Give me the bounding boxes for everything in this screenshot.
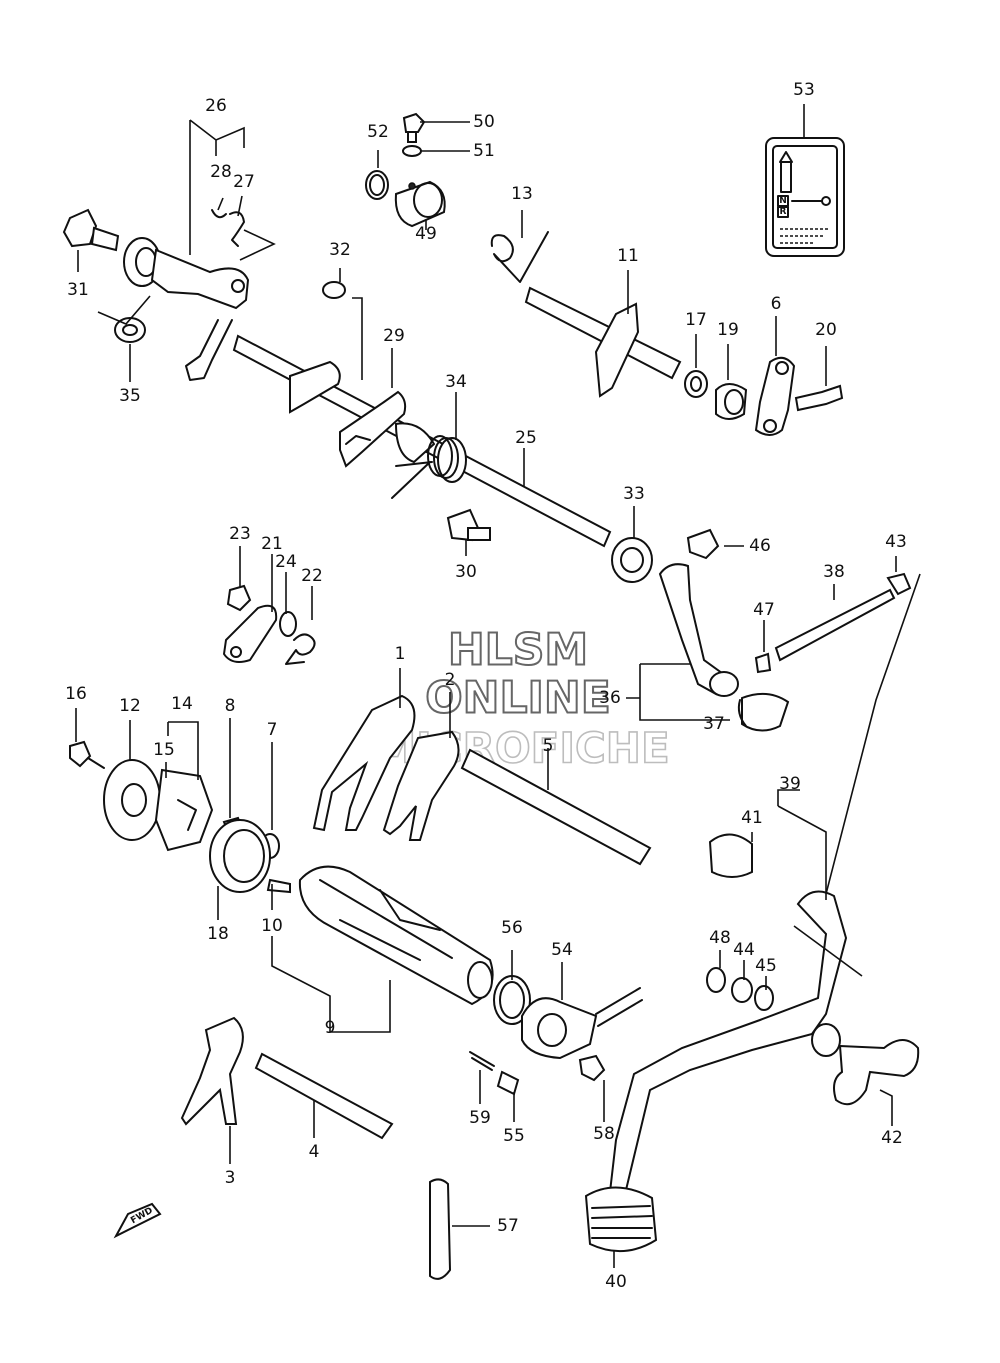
callout-23: 23	[229, 524, 251, 544]
callout-47: 47	[753, 600, 775, 620]
part-callouts: 1 2 3 4 5 6 7 8 9 10 11 12 13 14 15 16 1…	[65, 80, 907, 1292]
callout-8: 8	[225, 696, 236, 716]
fwd-arrow: FWD	[113, 1202, 162, 1239]
callout-36: 36	[599, 688, 621, 708]
callout-31: 31	[67, 280, 89, 300]
shift-fork-lower	[180, 1016, 394, 1140]
leader-lines	[75, 104, 921, 1268]
callout-58: 58	[593, 1124, 615, 1144]
callout-12: 12	[119, 696, 141, 716]
callout-5: 5	[543, 736, 554, 756]
watermark-line1: HLSM	[448, 625, 588, 676]
callout-54: 54	[551, 940, 573, 960]
callout-16: 16	[65, 684, 87, 704]
callout-33: 33	[623, 484, 645, 504]
callout-17: 17	[685, 310, 707, 330]
callout-38: 38	[823, 562, 845, 582]
callout-41: 41	[741, 808, 763, 828]
callout-6: 6	[771, 294, 782, 314]
callout-35: 35	[119, 386, 141, 406]
indicator-reverse-label: R	[780, 207, 787, 217]
callout-34: 34	[445, 372, 467, 392]
stopper-parts	[223, 584, 316, 665]
callout-40: 40	[605, 1272, 627, 1292]
callout-13: 13	[511, 184, 533, 204]
callout-51: 51	[473, 141, 495, 161]
callout-14: 14	[171, 694, 193, 714]
callout-43: 43	[885, 532, 907, 552]
callout-46: 46	[749, 536, 771, 556]
callout-59: 59	[469, 1108, 491, 1128]
callout-25: 25	[515, 428, 537, 448]
callout-32: 32	[329, 240, 351, 260]
left-bracket-assembly	[62, 208, 250, 381]
callout-30: 30	[455, 562, 477, 582]
callout-7: 7	[267, 720, 278, 740]
callout-2: 2	[445, 670, 456, 690]
callout-19: 19	[717, 320, 739, 340]
callout-44: 44	[733, 940, 755, 960]
callout-45: 45	[755, 956, 777, 976]
shift-forks-upper	[312, 694, 652, 866]
callout-55: 55	[503, 1126, 525, 1146]
callout-28: 28	[210, 162, 232, 182]
gear-indicator-plate: N R	[765, 137, 845, 257]
shift-pedal-assembly	[429, 833, 920, 1280]
callout-53: 53	[793, 80, 815, 100]
callout-52: 52	[367, 122, 389, 142]
callout-39: 39	[779, 774, 801, 794]
callout-24: 24	[275, 552, 297, 572]
indicator-neutral-label: N	[779, 196, 787, 206]
callout-3: 3	[225, 1168, 236, 1188]
callout-9: 9	[325, 1018, 336, 1038]
callout-10: 10	[261, 916, 283, 936]
shift-drum	[298, 865, 494, 1006]
drum-end-parts	[469, 975, 643, 1096]
callout-37: 37	[703, 714, 725, 734]
callout-4: 4	[309, 1142, 320, 1162]
callout-26: 26	[205, 96, 227, 116]
callout-29: 29	[383, 326, 405, 346]
drum-side-parts	[69, 740, 291, 894]
callout-18: 18	[207, 924, 229, 944]
shift-lever-shaft	[490, 231, 844, 436]
callout-50: 50	[473, 112, 495, 132]
watermark-line2: ONLINE	[425, 673, 611, 724]
callout-15: 15	[153, 740, 175, 760]
callout-27: 27	[233, 172, 255, 192]
callout-57: 57	[497, 1216, 519, 1236]
shift-shaft	[232, 281, 653, 583]
linkage-rod-assembly	[658, 528, 912, 732]
callout-1: 1	[395, 644, 406, 664]
callout-21: 21	[261, 534, 283, 554]
callout-20: 20	[815, 320, 837, 340]
callout-49: 49	[415, 224, 437, 244]
parts-group: N R	[62, 112, 920, 1280]
callout-56: 56	[501, 918, 523, 938]
top-small-parts	[365, 112, 446, 228]
callout-48: 48	[709, 928, 731, 948]
callout-22: 22	[301, 566, 323, 586]
callout-11: 11	[617, 246, 639, 266]
callout-42: 42	[881, 1128, 903, 1148]
